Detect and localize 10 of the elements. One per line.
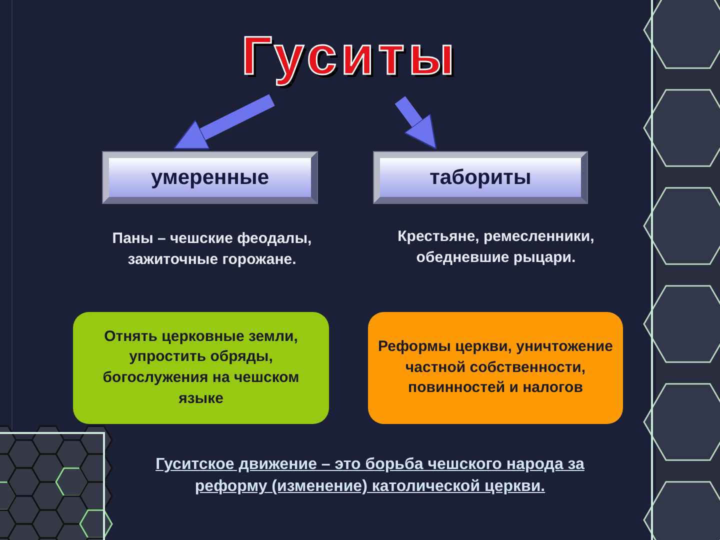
caption-text: Паны – чешские феодалы, зажиточные горожане. bbox=[111, 229, 313, 270]
block-arrow bbox=[394, 96, 437, 150]
summary-note: Гуситское движение – это борьба чешского народа за реформу (изменение) католической церкви. bbox=[154, 455, 586, 498]
program-box: Реформы церкви, уничтожение частной собственности, повинностей и налогов bbox=[368, 312, 623, 424]
category-box: умеренные bbox=[103, 152, 317, 203]
program-box: Отнять церковные земли, упростить обряды, богослужения на чешском языке bbox=[73, 312, 329, 424]
category-box: табориты bbox=[374, 152, 587, 203]
caption-text: Крестьяне, ремесленники, обедневшие рыцари. bbox=[396, 227, 596, 268]
title-text: Гуситы bbox=[205, 26, 495, 86]
block-arrow bbox=[173, 94, 275, 150]
